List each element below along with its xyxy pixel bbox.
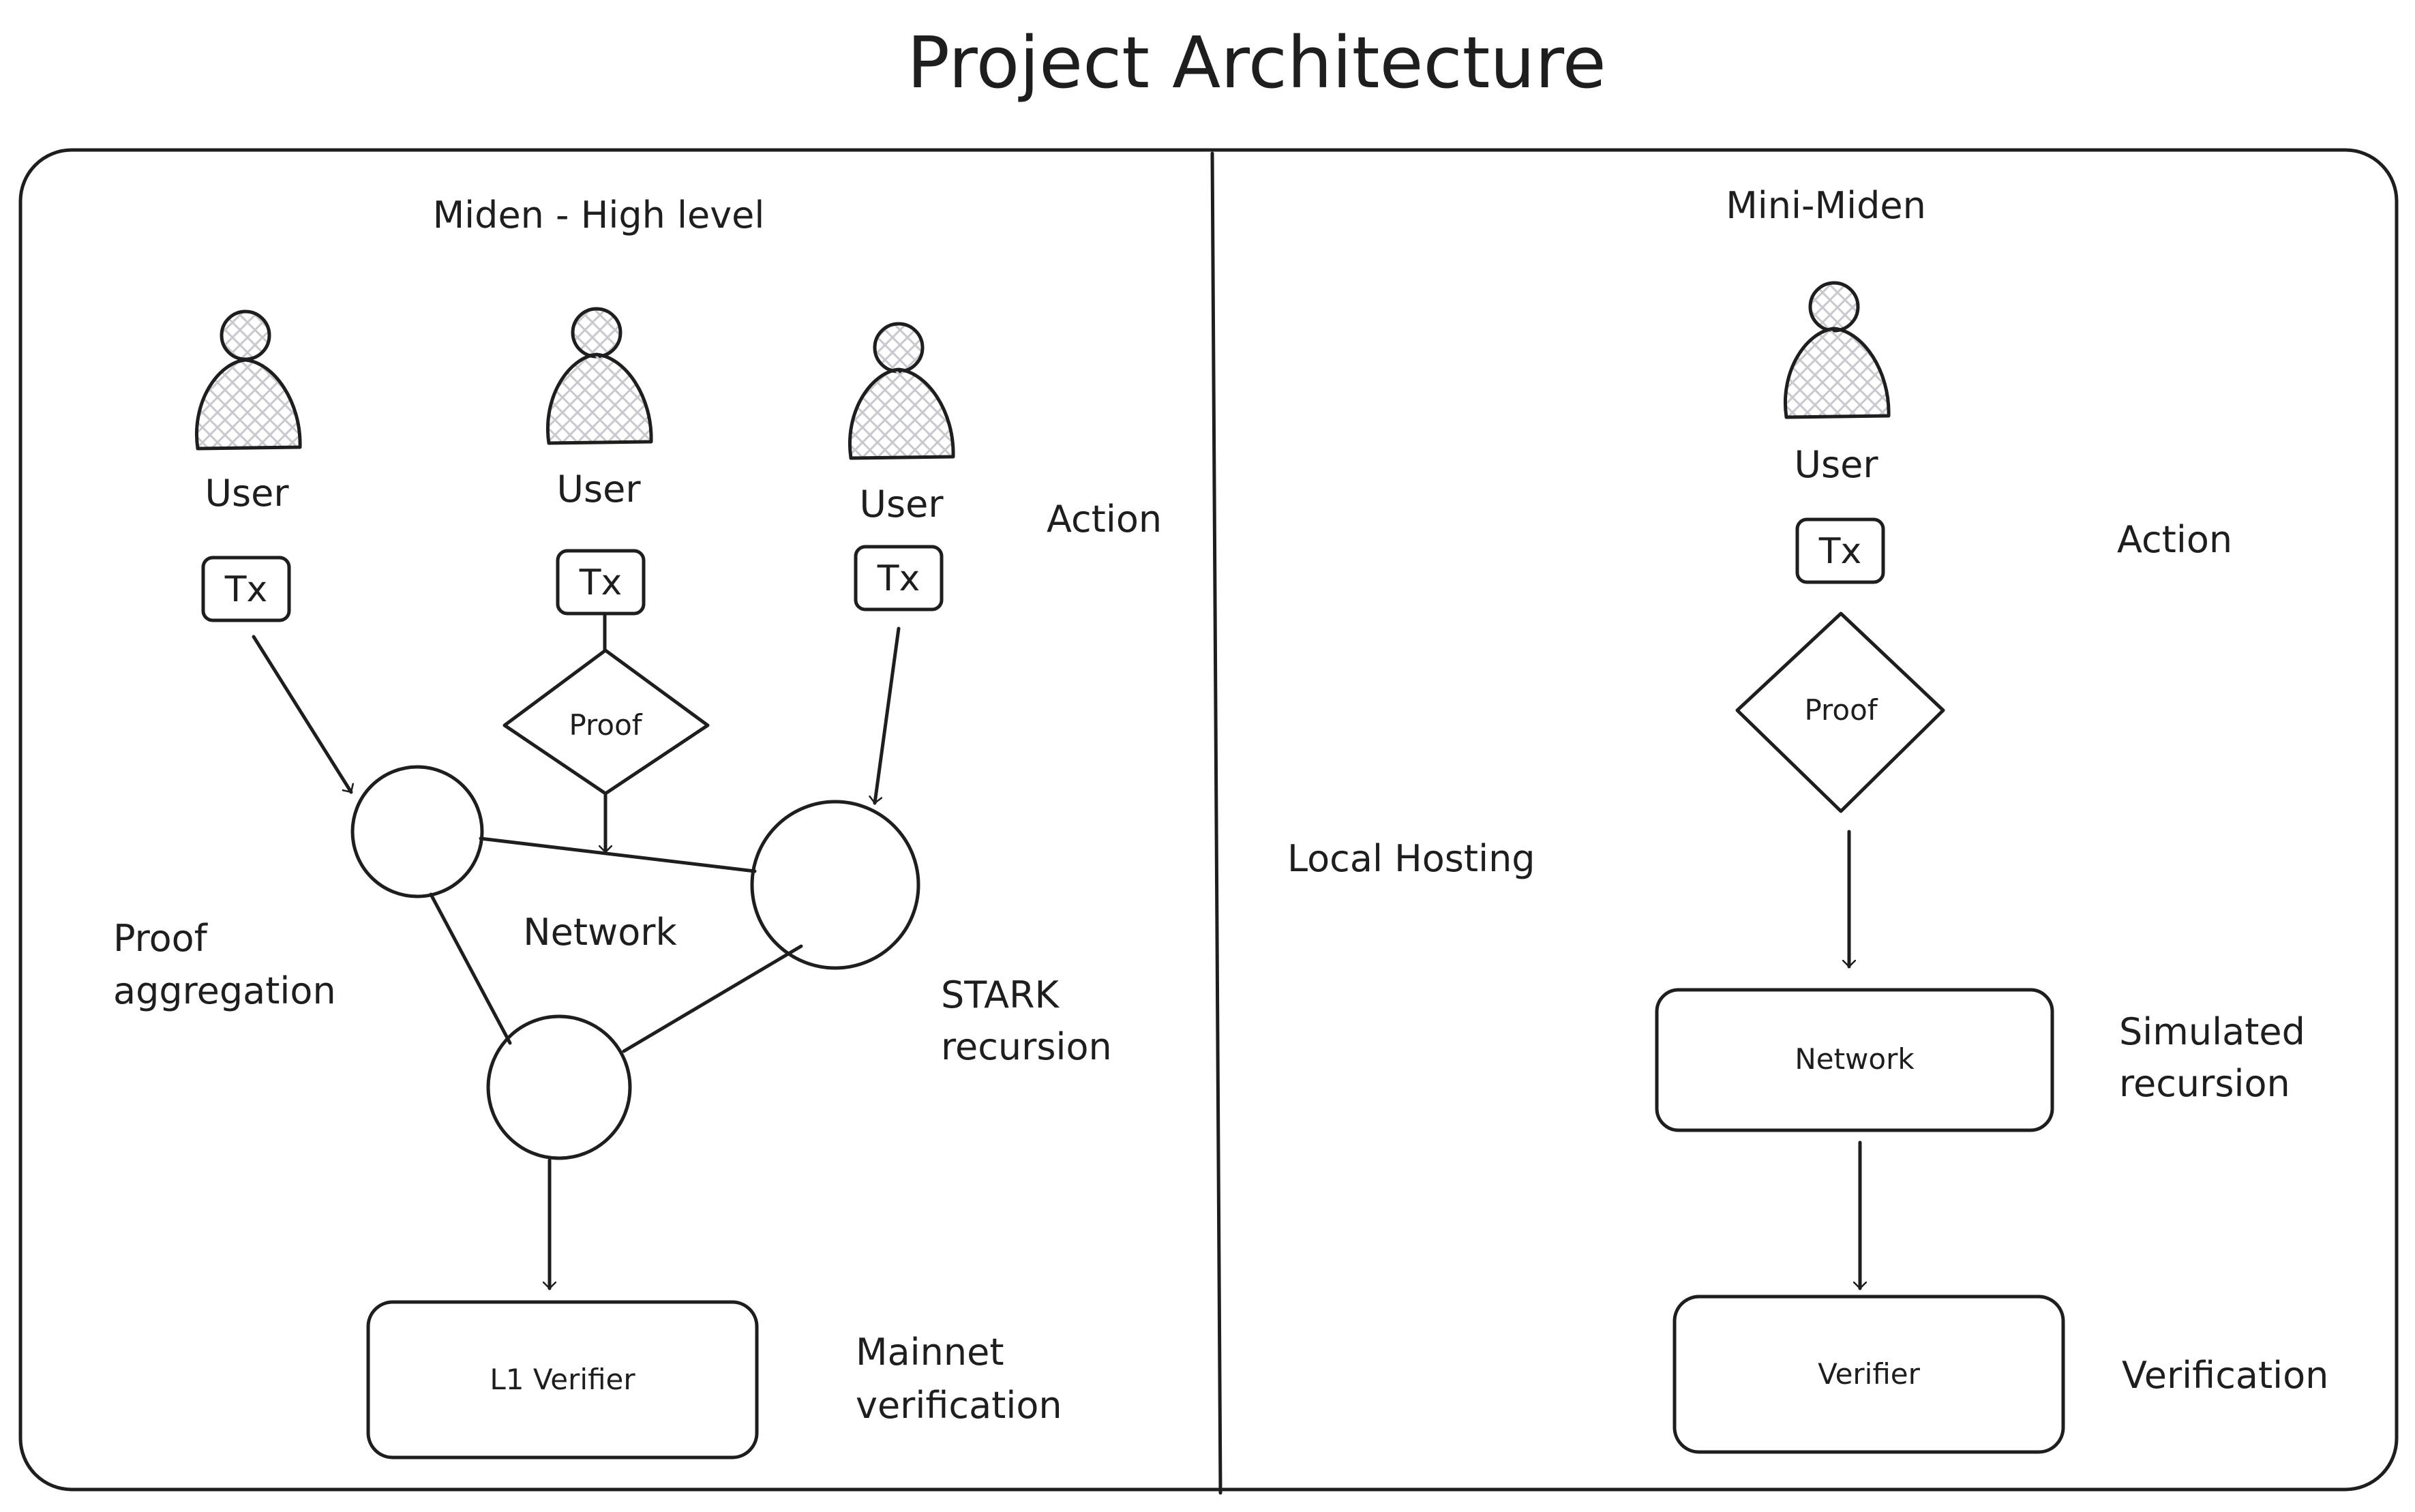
tx-box [556,549,646,616]
proof-aggregation-label: Proof [113,917,209,960]
action-label: Action [1047,498,1162,541]
proof-label: Proof [569,708,642,742]
user-label: User [556,468,641,511]
left-panel: Miden - High level User User User Tx Tx … [113,194,1162,1460]
proof-label: Proof [1804,693,1878,727]
network-label: Network [1795,1042,1915,1076]
outer-frame [18,148,2399,1492]
left-heading: Miden - High level [433,194,765,237]
tx-arrow [875,626,901,805]
l1-verifier-label: L1 Verifier [490,1363,635,1396]
user-icon [195,309,302,451]
tx-label: Tx [579,562,622,603]
mainnet-verification-label: Mainnet [856,1331,1004,1374]
user-icon [1784,281,1891,419]
tx-box [201,556,291,622]
diagram-title: Project Architecture [907,21,1606,104]
verification-label: Verification [2122,1354,2328,1397]
user-label: User [205,472,289,515]
network-box [1655,988,2054,1132]
tx-box [1795,517,1885,584]
network-label: Network [523,911,677,954]
tx-box [854,545,944,611]
panel-divider [1210,151,1222,1495]
proof-diamond [1735,611,1945,813]
l1-verifier-box [366,1300,759,1460]
network-edge [479,836,757,873]
verifier-label: Verifier [1818,1357,1921,1391]
action-label: Action [2117,518,2232,561]
mainnet-verification-label: verification [856,1384,1062,1427]
local-hosting-label: Local Hosting [1287,837,1535,880]
user-label: User [1794,443,1878,486]
stark-recursion-label: STARK [941,973,1060,1016]
network-edge [429,892,512,1045]
network-edge [622,944,803,1053]
verifier-box [1672,1295,2065,1454]
right-panel: Mini-Miden User Tx Proof Network Verifie… [1287,184,2328,1454]
user-label: User [859,483,944,526]
simulated-recursion-label: recursion [2119,1062,2290,1105]
user-icon [546,307,653,445]
network-node [750,800,920,970]
tx-label: Tx [224,569,268,610]
tx-label: Tx [877,558,920,599]
proof-aggregation-label: aggregation [113,969,336,1012]
stark-recursion-label: recursion [941,1025,1112,1068]
user-icon [848,322,955,460]
simulated-recursion-label: Simulated [2119,1010,2305,1053]
tx-arrow [252,635,351,794]
tx-label: Tx [1818,531,1862,572]
network-node [350,765,484,898]
network-node [486,1014,632,1160]
right-heading: Mini-Miden [1726,184,1926,227]
